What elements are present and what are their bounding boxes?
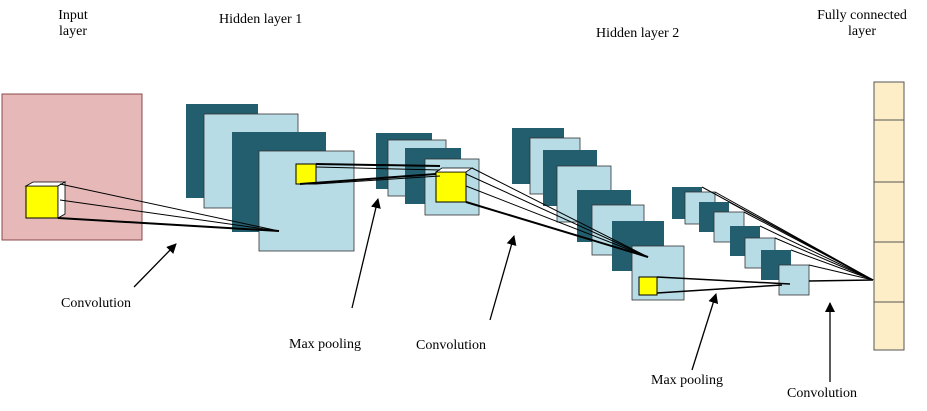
conn-line — [59, 183, 280, 232]
conn-line — [59, 199, 280, 232]
conn-line — [465, 185, 649, 258]
conn-line — [656, 276, 791, 285]
hidden-layer-2-maps — [512, 128, 685, 301]
input-image — [1, 93, 143, 241]
conn-line — [299, 173, 437, 185]
fc-cell-2 — [873, 119, 905, 183]
conn-line — [315, 175, 441, 185]
conn-line — [57, 217, 280, 232]
arrow-max-pooling-2 — [691, 293, 719, 371]
arrow-convolution-2 — [489, 235, 517, 321]
conn-line — [465, 201, 649, 258]
input-layer — [1, 93, 143, 241]
hidden-layer-2-label: Hidden layer 2 — [596, 26, 680, 41]
p1-kernel — [435, 171, 467, 203]
h2-kernel — [638, 276, 658, 296]
connection-lines — [57, 163, 874, 294]
conn-line — [808, 279, 874, 282]
h1-kernel — [295, 163, 317, 185]
arrow-convolution-1 — [133, 243, 177, 288]
arrow-max-pooling-1 — [351, 198, 381, 309]
conn-line — [743, 211, 874, 281]
hidden-layer-1-label: Hidden layer 1 — [219, 12, 303, 27]
max-pooling-label-2: Max pooling — [651, 373, 723, 388]
conn-line — [471, 167, 649, 258]
input-layer-label: Input layer — [58, 8, 88, 39]
fc-cell-4 — [873, 241, 905, 303]
convolution-label-2: Convolution — [416, 338, 487, 353]
input-receptive-field — [25, 185, 59, 219]
conn-line — [315, 163, 441, 167]
conn-line — [774, 237, 874, 281]
fc-cell-1 — [873, 81, 905, 121]
fully-connected-layer-label: Fully connected layer — [817, 8, 907, 39]
convolution-label-1: Convolution — [61, 296, 132, 311]
pooled-maps-2 — [672, 187, 810, 296]
conn-line — [790, 249, 874, 281]
fully-connected-layer — [873, 81, 905, 351]
annotation-arrows — [133, 198, 835, 382]
p2-map-8 — [778, 264, 810, 296]
hidden-layer-1-maps — [186, 104, 355, 252]
conn-line — [759, 225, 874, 281]
conn-line — [465, 173, 649, 258]
fc-cell-5 — [873, 301, 905, 351]
p1-kernel-depth — [434, 167, 474, 173]
max-pooling-label-1: Max pooling — [289, 337, 361, 352]
conn-line — [315, 166, 441, 171]
fc-cell-3 — [873, 181, 905, 243]
conn-line — [656, 284, 783, 294]
convolution-label-3: Convolution — [787, 386, 858, 401]
conn-line — [808, 264, 874, 281]
